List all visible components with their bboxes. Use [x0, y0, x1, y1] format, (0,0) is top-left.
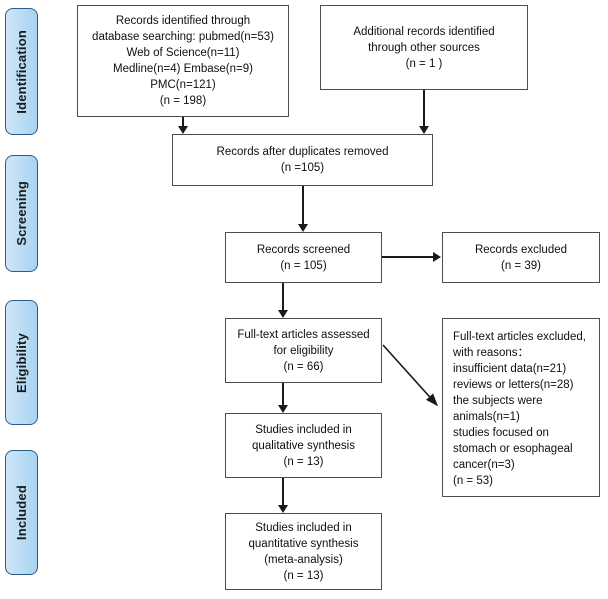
arrowhead-identified-to-duplicates — [178, 126, 188, 134]
arrowhead-screened-to-fulltext — [278, 310, 288, 318]
box-additional-records-text: Additional records identified through ot… — [353, 25, 495, 70]
arrowhead-screened-to-excluded — [433, 252, 441, 262]
connector-additional-to-duplicates — [423, 90, 425, 128]
box-records-excluded: Records excluded (n = 39) — [442, 232, 600, 283]
connector-qualitative-to-quantitative — [282, 478, 284, 505]
box-fulltext-excluded-with-reasons: Full-text articles excluded, with reason… — [442, 318, 600, 497]
arrowhead-qualitative-to-quantitative — [278, 505, 288, 513]
box-records-identified-text: Records identified through database sear… — [92, 15, 274, 107]
box-qualitative-synthesis: Studies included in qualitative synthesi… — [225, 413, 382, 478]
stage-pill-eligibility: Eligibility — [5, 300, 38, 425]
box-records-identified: Records identified through database sear… — [77, 5, 289, 117]
connector-fulltext-to-qualitative — [282, 383, 284, 405]
arrowhead-duplicates-to-screened — [298, 224, 308, 232]
box-records-screened-text: Records screened (n = 105) — [256, 243, 351, 272]
arrowhead-additional-to-duplicates — [419, 126, 429, 134]
connector-identified-to-duplicates — [182, 117, 184, 128]
box-quantitative-synthesis-text: Studies included in quantitative synthes… — [248, 521, 359, 582]
box-fulltext-excluded-with-reasons-text: Full-text articles excluded, with reason… — [453, 331, 586, 487]
stage-pill-screening: Screening — [5, 155, 38, 272]
connector-screened-to-excluded — [382, 256, 434, 258]
box-records-screened: Records screened (n = 105) — [225, 232, 382, 283]
box-records-after-duplicates-text: Records after duplicates removed (n =105… — [216, 146, 389, 174]
stage-pill-included: Included — [5, 450, 38, 575]
connector-duplicates-to-screened — [302, 186, 304, 224]
box-quantitative-synthesis: Studies included in quantitative synthes… — [225, 513, 382, 590]
arrowhead-fulltext-to-qualitative — [278, 405, 288, 413]
box-fulltext-assessed-text: Full-text articles assessed for eligibil… — [237, 328, 370, 373]
stage-pill-identification: Identification — [5, 8, 38, 135]
box-fulltext-assessed: Full-text articles assessed for eligibil… — [225, 318, 382, 383]
box-additional-records: Additional records identified through ot… — [320, 5, 528, 90]
box-records-excluded-text: Records excluded (n = 39) — [474, 243, 568, 272]
connector-screened-to-fulltext — [282, 283, 284, 310]
box-qualitative-synthesis-text: Studies included in qualitative synthesi… — [252, 423, 355, 468]
box-records-after-duplicates: Records after duplicates removed (n =105… — [172, 134, 433, 186]
